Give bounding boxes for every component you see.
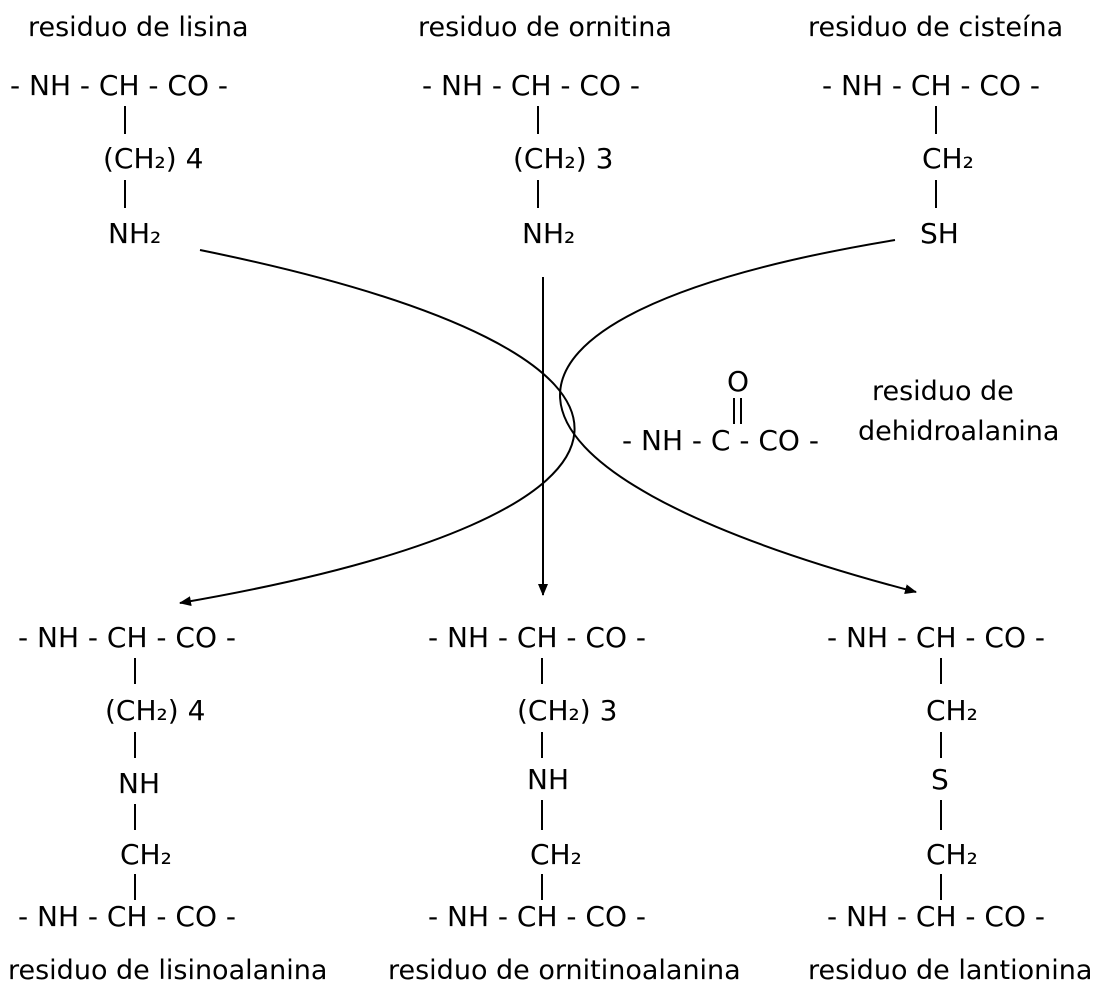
dehydroalanine-label-line1: residuo de bbox=[872, 376, 1014, 407]
ornithine-amino-group: NH₂ bbox=[522, 217, 576, 250]
dehydroalanine-backbone: - NH - C - CO - bbox=[622, 424, 819, 457]
lysinoalanine-bond-1 bbox=[134, 658, 136, 684]
lanthionine-bond-4 bbox=[940, 874, 942, 900]
cysteine-thiol-group: SH bbox=[920, 217, 959, 250]
lanthionine-sulfur-link: S bbox=[931, 763, 949, 796]
ornithinoalanine-side-chain: (CH₂) 3 bbox=[517, 694, 618, 727]
dehydroalanine-label-line2: dehidroalanina bbox=[858, 416, 1060, 447]
lysine-bond-2 bbox=[124, 180, 126, 208]
lanthionine-bond-2 bbox=[940, 732, 942, 758]
lysinoalanine-ch2: CH₂ bbox=[120, 838, 172, 871]
lysine-backbone: - NH - CH - CO - bbox=[10, 69, 229, 102]
cysteine-residue-label: residuo de cisteína bbox=[808, 12, 1064, 43]
cysteine-bond-2 bbox=[935, 180, 937, 208]
ornithinoalanine-ch2: CH₂ bbox=[530, 838, 582, 871]
lysinoalanine-bond-3 bbox=[134, 804, 136, 830]
ornithine-bond-2 bbox=[537, 180, 539, 208]
lysinoalanine-side-chain: (CH₂) 4 bbox=[105, 694, 206, 727]
lanthionine-ch2-bottom: CH₂ bbox=[926, 838, 978, 871]
lysinoalanine-residue-label: residuo de lisinoalanina bbox=[8, 955, 328, 986]
ornithinoalanine-bond-4 bbox=[541, 874, 543, 900]
cysteine-to-lanthionine-arrow bbox=[559, 239, 917, 595]
lysine-residue-label: residuo de lisina bbox=[28, 12, 249, 43]
lysinoalanine-backbone-bottom: - NH - CH - CO - bbox=[18, 900, 237, 933]
ornithinoalanine-residue-label: residuo de ornitinoalanina bbox=[388, 955, 741, 986]
dehydroalanine-oxygen: O bbox=[727, 365, 750, 398]
ornithinoalanine-nh-link: NH bbox=[527, 763, 569, 796]
lanthionine-ch2-top: CH₂ bbox=[926, 694, 978, 727]
ornithinoalanine-backbone-top: - NH - CH - CO - bbox=[428, 621, 647, 654]
lysinoalanine-bond-2 bbox=[134, 732, 136, 758]
cysteine-bond-1 bbox=[935, 106, 937, 134]
lysine-bond-1 bbox=[124, 106, 126, 134]
ornithine-residue-label: residuo de ornitina bbox=[418, 12, 672, 43]
lanthionine-bond-3 bbox=[940, 800, 942, 830]
lysinoalanine-backbone-top: - NH - CH - CO - bbox=[18, 621, 237, 654]
lysine-side-chain: (CH₂) 4 bbox=[103, 142, 204, 175]
lysinoalanine-nh-link: NH bbox=[118, 767, 160, 800]
ornithinoalanine-bond-1 bbox=[541, 658, 543, 684]
lysinoalanine-bond-4 bbox=[134, 874, 136, 900]
ornithine-bond-1 bbox=[537, 106, 539, 134]
lysine-amino-group: NH₂ bbox=[108, 217, 162, 250]
dehydroalanine-double-bond bbox=[733, 398, 742, 424]
ornithinoalanine-backbone-bottom: - NH - CH - CO - bbox=[428, 900, 647, 933]
cysteine-backbone: - NH - CH - CO - bbox=[822, 69, 1041, 102]
lanthionine-backbone-bottom: - NH - CH - CO - bbox=[827, 900, 1046, 933]
lanthionine-backbone-top: - NH - CH - CO - bbox=[827, 621, 1046, 654]
lanthionine-residue-label: residuo de lantionina bbox=[808, 955, 1093, 986]
lanthionine-bond-1 bbox=[940, 658, 942, 684]
ornithine-side-chain: (CH₂) 3 bbox=[513, 142, 614, 175]
ornithinoalanine-bond-3 bbox=[541, 800, 543, 830]
ornithine-backbone: - NH - CH - CO - bbox=[422, 69, 641, 102]
ornithinoalanine-bond-2 bbox=[541, 732, 543, 758]
lysine-to-lysinoalanine-arrow bbox=[179, 249, 576, 607]
cysteine-side-chain: CH₂ bbox=[922, 142, 974, 175]
